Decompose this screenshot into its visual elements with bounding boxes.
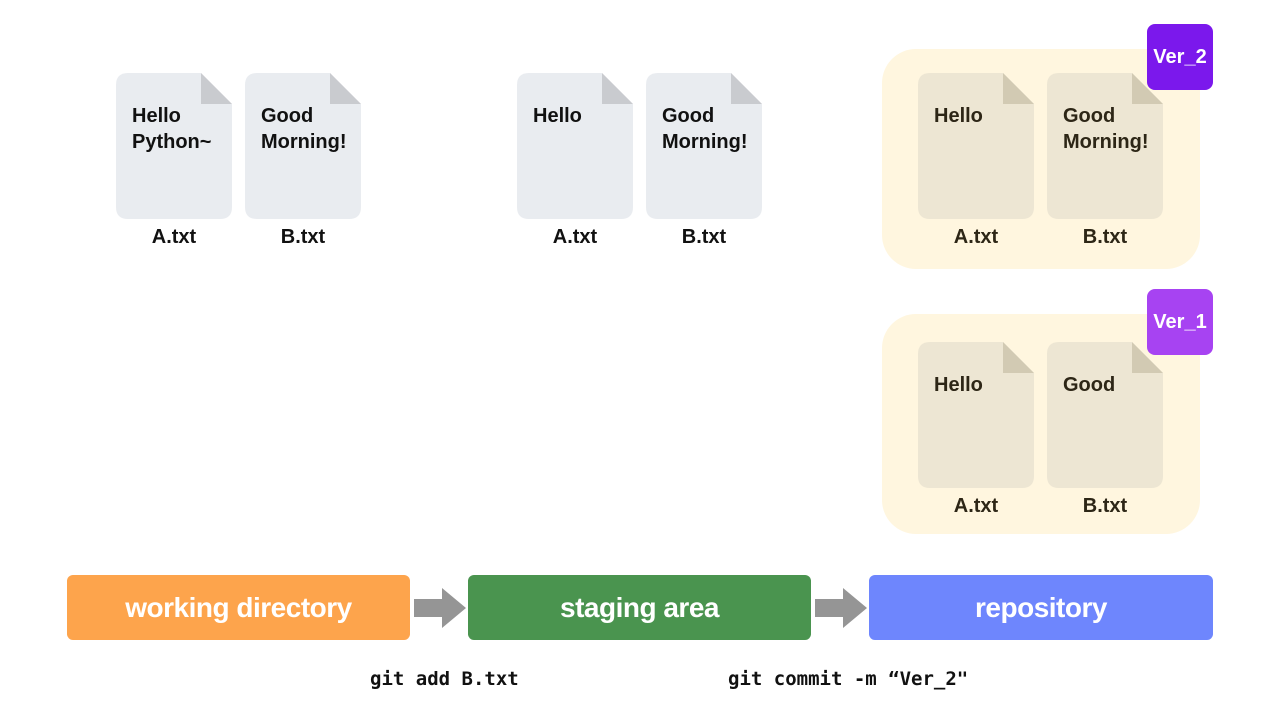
file-icon: Hello Python~: [116, 73, 232, 219]
file-icon: Good Morning!: [245, 73, 361, 219]
file-name: A.txt: [151, 226, 197, 248]
file-icon: Hello: [517, 73, 633, 219]
file-content: Good: [1063, 374, 1116, 396]
file-name: A.txt: [953, 495, 999, 517]
arrow-right-icon: [815, 588, 867, 628]
staging-area-bar: staging area: [468, 575, 811, 640]
file-content: Hello: [934, 374, 983, 396]
file-icon: Good Morning!: [646, 73, 762, 219]
file-name: A.txt: [953, 226, 999, 248]
file-content: Good Morning!: [261, 105, 347, 153]
file-name: A.txt: [552, 226, 598, 248]
version-tag-ver2: Ver_2: [1147, 24, 1213, 90]
file-content: Hello Python~: [132, 105, 212, 153]
arrow-right-icon: [414, 588, 466, 628]
file-name: B.txt: [280, 226, 326, 248]
file-icon: Good: [1047, 342, 1163, 488]
file-icon: Hello: [918, 342, 1034, 488]
file-content: Hello: [934, 105, 983, 127]
file-icon: Hello: [918, 73, 1034, 219]
file-content: Hello: [533, 105, 582, 127]
working-directory-bar: working directory: [67, 575, 410, 640]
file-name: B.txt: [1082, 226, 1128, 248]
file-name: B.txt: [1082, 495, 1128, 517]
file-name: B.txt: [681, 226, 727, 248]
file-content: Good Morning!: [1063, 105, 1149, 153]
file-icon: Good Morning!: [1047, 73, 1163, 219]
version-tag-ver1: Ver_1: [1147, 289, 1213, 355]
repository-bar: repository: [869, 575, 1213, 640]
git-commit-command: git commit -m “Ver_2": [728, 668, 969, 690]
file-content: Good Morning!: [662, 105, 748, 153]
git-add-command: git add B.txt: [370, 668, 519, 690]
